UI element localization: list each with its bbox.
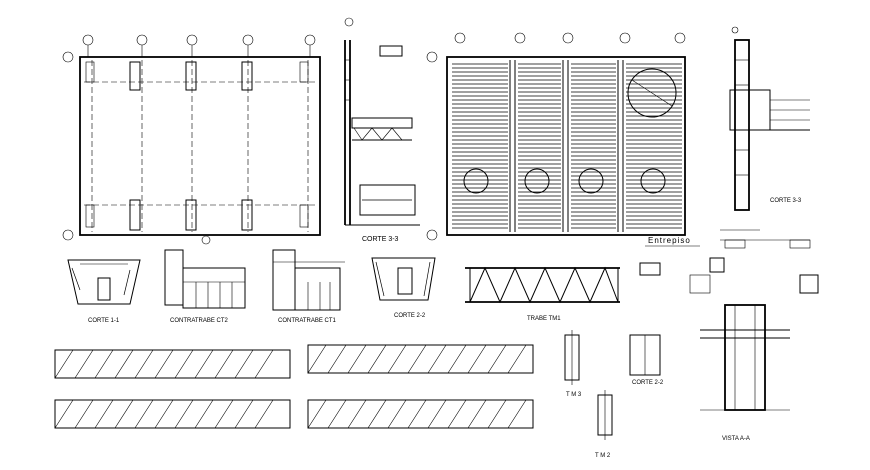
beam-diagonal — [487, 344, 507, 374]
corte-2-2-right-title: CORTE 2-2 — [632, 380, 664, 386]
opening-2 — [524, 168, 550, 194]
beam-diagonal — [367, 399, 387, 429]
deck-hatch — [452, 63, 682, 229]
trabe-tm1-title: TRABE TM1 — [527, 316, 561, 322]
contratrabe-ct1-title: CONTRATRABE CT1 — [278, 318, 337, 324]
entrepiso-label: Entrepiso — [648, 236, 691, 245]
corte-3-3-right-title: CORTE 3-3 — [770, 198, 802, 204]
beam-diagonal — [427, 399, 447, 429]
contratrabe-ct2: CONTRATRABE CT2 — [164, 249, 246, 324]
column-detail: CORTE 3-3 — [729, 26, 810, 211]
trabe-tm1: TRABE TM1 — [465, 266, 620, 322]
tm-sections: T M 3 T M 2 — [564, 330, 613, 459]
corte-3-3-section: CORTE 3-3 — [344, 17, 420, 243]
corte-2-2-section: CORTE 2-2 — [371, 257, 436, 319]
beam-diagonal — [154, 399, 174, 429]
beam-diagonal — [307, 399, 327, 429]
beam-diagonals — [54, 344, 527, 429]
beam-diagonal — [407, 344, 427, 374]
deck-plan: Entrepiso — [426, 32, 700, 247]
beam-diagonal — [54, 349, 74, 379]
beam-diagonal — [194, 349, 214, 379]
beam-diagonal — [347, 344, 367, 374]
beam-diagonal — [507, 344, 527, 374]
beam-diagonal — [447, 399, 467, 429]
opening-1 — [463, 168, 489, 194]
grid-bubbles-top — [62, 34, 316, 245]
vista-a-a: VISTA A-A — [700, 304, 790, 442]
small-details — [639, 229, 819, 294]
beam-diagonal — [387, 399, 407, 429]
beam-diagonal — [174, 399, 194, 429]
beam-diagonal — [74, 399, 94, 429]
beam-diagonal — [194, 399, 214, 429]
beam-diagonal — [54, 399, 74, 429]
beam-diagonal — [467, 344, 487, 374]
corte-1-1-section: CORTE 1-1 — [67, 259, 141, 324]
opening-3 — [578, 168, 604, 194]
opening-4 — [640, 168, 666, 194]
contratrabe-ct2-title: CONTRATRABE CT2 — [170, 318, 229, 324]
beam-diagonal — [114, 349, 134, 379]
beam-diagonal — [387, 344, 407, 374]
beam-diagonal — [94, 399, 114, 429]
beam-diagonal — [134, 399, 154, 429]
beam-diagonal — [254, 349, 274, 379]
beam-diagonal — [427, 344, 447, 374]
beam-diagonal — [214, 349, 234, 379]
beam-diagonal — [234, 349, 254, 379]
tm2-title: T M 2 — [595, 453, 611, 459]
beam-diagonal — [327, 399, 347, 429]
beam-diagonal — [74, 349, 94, 379]
corte-2-2-left-title: CORTE 2-2 — [394, 313, 426, 319]
tm3-title: T M 3 — [566, 392, 582, 398]
beam-diagonal — [114, 399, 134, 429]
beam-diagonal — [214, 399, 234, 429]
beam-diagonal — [347, 399, 367, 429]
beam-diagonal — [154, 349, 174, 379]
beam-diagonal — [367, 344, 387, 374]
beam-diagonal — [94, 349, 114, 379]
beam-diagonal — [327, 344, 347, 374]
vista-a-a-title: VISTA A-A — [722, 436, 750, 442]
corte-2-2-right: CORTE 2-2 — [629, 334, 664, 386]
beam-diagonal — [407, 399, 427, 429]
beam-diagonal — [447, 344, 467, 374]
beam-diagonal — [174, 349, 194, 379]
beam-diagonal — [487, 399, 507, 429]
foundation-plan — [62, 34, 321, 245]
beam-diagonal — [307, 344, 327, 374]
corte-3-3-title: CORTE 3-3 — [362, 236, 399, 243]
deck-joists — [509, 60, 624, 232]
corte-1-1-title: CORTE 1-1 — [88, 318, 120, 324]
beam-diagonal — [234, 399, 254, 429]
stair-opening — [627, 68, 677, 118]
beam-diagonal — [134, 349, 154, 379]
beam-diagonal — [507, 399, 527, 429]
beam-diagonal — [467, 399, 487, 429]
beam-diagonal — [254, 399, 274, 429]
contratrabe-ct1: CONTRATRABE CT1 — [272, 249, 345, 324]
beam-details — [54, 344, 534, 429]
